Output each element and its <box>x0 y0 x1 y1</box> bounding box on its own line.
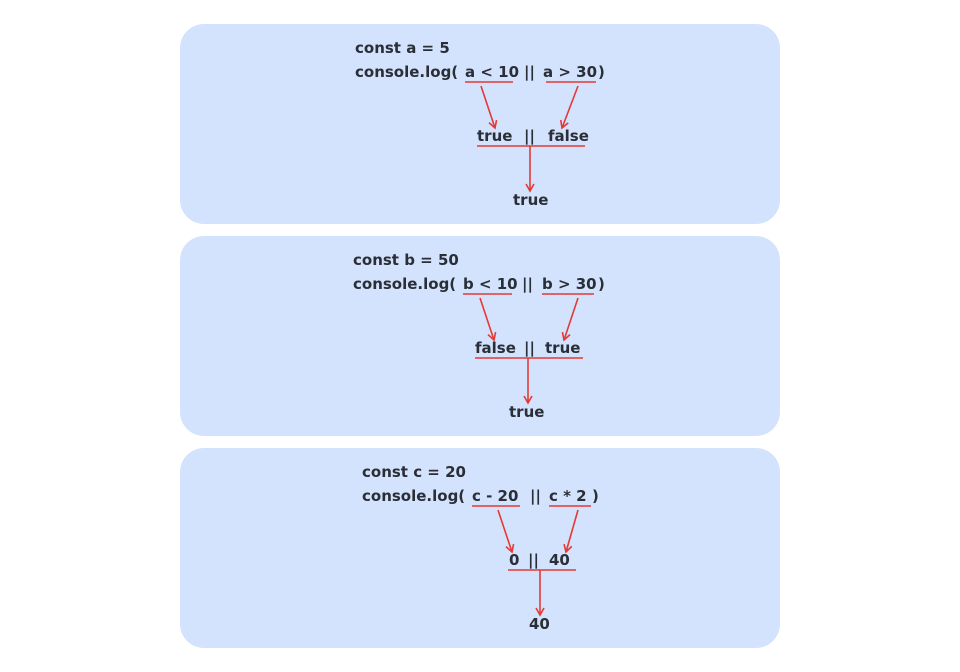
or-operator: || <box>524 127 535 145</box>
evaluation-arrows <box>463 293 594 405</box>
log-suffix: ) <box>598 63 605 81</box>
left-operand: a < 10 <box>465 63 520 81</box>
right-operand: c * 2 <box>549 487 587 505</box>
example-panel-1: const a = 5 console.log( a < 10 || a > 3… <box>180 24 780 224</box>
right-arrow <box>559 85 579 130</box>
or-operator: || <box>522 275 533 293</box>
right-operand: b > 30 <box>542 275 597 293</box>
evaluation-arrows <box>465 81 596 193</box>
left-arrow <box>480 85 498 130</box>
or-operator: || <box>524 339 535 357</box>
left-operand: c - 20 <box>472 487 519 505</box>
result-value: true <box>513 191 549 209</box>
right-operand: a > 30 <box>543 63 598 81</box>
right-value: 40 <box>549 551 570 569</box>
left-operand: b < 10 <box>463 275 518 293</box>
log-suffix: ) <box>592 487 599 505</box>
or-operator: || <box>528 551 539 569</box>
right-arrow <box>561 297 579 342</box>
or-operator: || <box>530 487 541 505</box>
left-value: false <box>475 339 516 357</box>
log-prefix: console.log( <box>353 275 457 293</box>
evaluation-arrows <box>472 505 591 617</box>
declaration: const c = 20 <box>362 463 466 481</box>
example-panel-2: const b = 50 console.log( b < 10 || b > … <box>180 236 780 436</box>
declaration: const a = 5 <box>355 39 450 57</box>
left-value: 0 <box>509 551 520 569</box>
right-value: true <box>545 339 581 357</box>
right-arrow <box>563 509 579 554</box>
log-prefix: console.log( <box>355 63 459 81</box>
example-panel-3: const c = 20 console.log( c - 20 || c * … <box>180 448 780 648</box>
right-value: false <box>548 127 589 145</box>
result-value: true <box>509 403 545 421</box>
left-arrow <box>479 297 497 342</box>
declaration: const b = 50 <box>353 251 459 269</box>
left-value: true <box>477 127 513 145</box>
result-value: 40 <box>529 615 550 633</box>
left-arrow <box>497 509 515 554</box>
or-operator: || <box>524 63 535 81</box>
log-suffix: ) <box>598 275 605 293</box>
log-prefix: console.log( <box>362 487 466 505</box>
